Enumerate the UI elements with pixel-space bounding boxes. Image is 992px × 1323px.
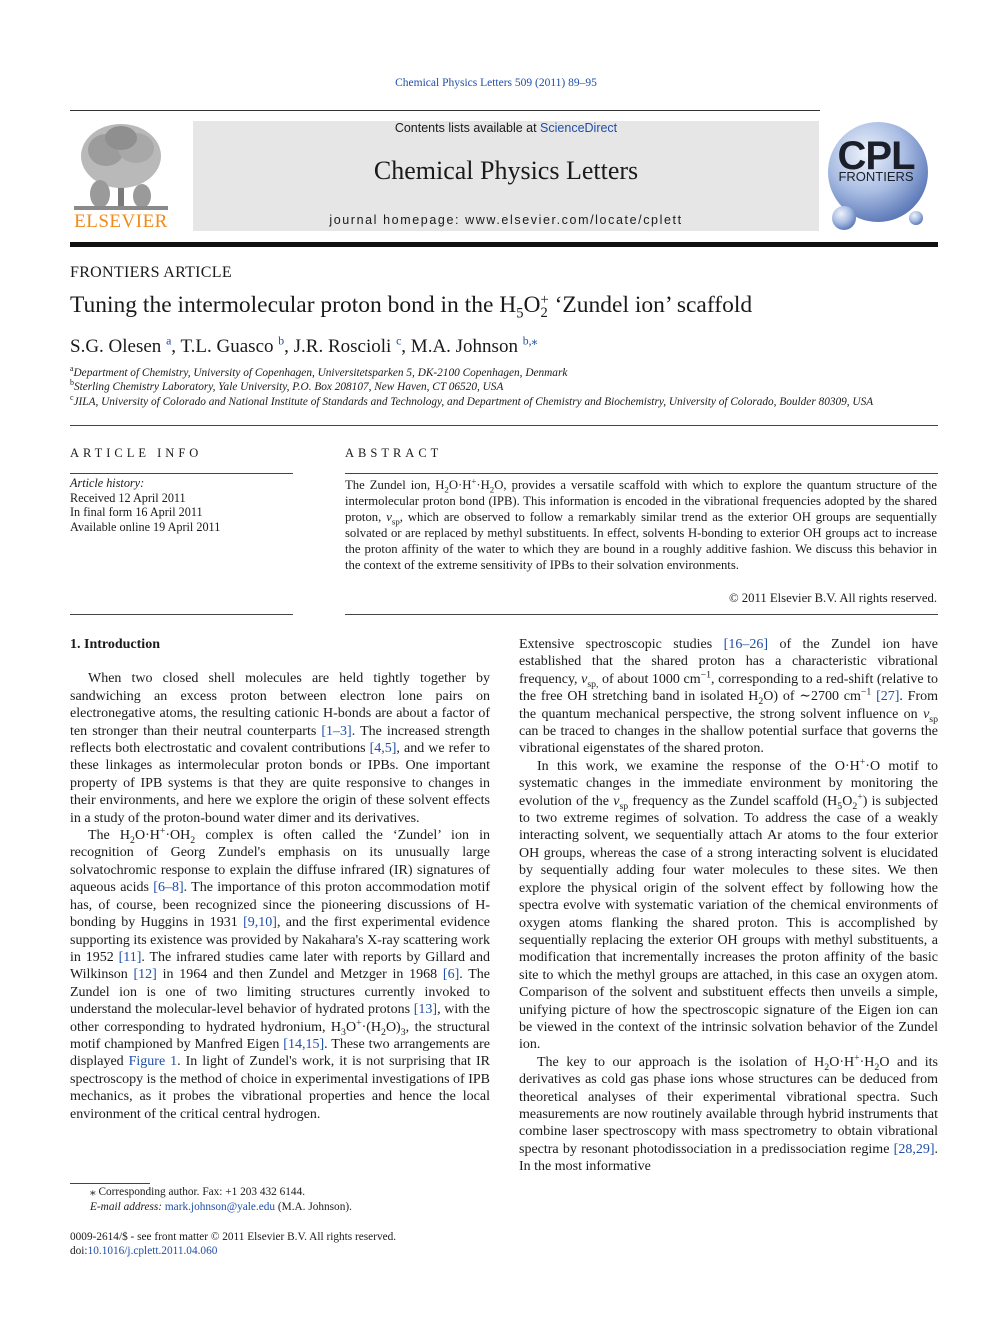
cpl-frontiers-logo: CPL FRONTIERS [822, 120, 934, 234]
figure-link[interactable]: Figure 1 [128, 1054, 178, 1070]
reference-link[interactable]: [4,5] [369, 741, 397, 757]
reference-link[interactable]: [6] [442, 967, 460, 983]
article-type: FRONTIERS ARTICLE [70, 264, 232, 281]
article-history: Article history: Received 12 April 2011 … [70, 476, 220, 535]
journal-header-band [193, 121, 819, 231]
reference-link[interactable]: [1–3] [321, 723, 352, 739]
article-info-rule-bottom [70, 614, 293, 615]
contents-prefix: Contents lists available at [394, 121, 541, 135]
affiliation-text: JILA, University of Colorado and Nationa… [73, 396, 874, 408]
revised-date: In final form 16 April 2011 [70, 505, 203, 520]
reference-link[interactable]: [11] [118, 949, 142, 965]
copyright-notice: © 2011 Elsevier B.V. All rights reserved… [728, 591, 937, 605]
title-part-1: Tuning the intermolecular proton bond in… [70, 292, 517, 318]
title-sup-plus: + [540, 292, 549, 308]
sciencedirect-link[interactable]: ScienceDirect [540, 121, 618, 135]
abstract-rule-bottom [345, 614, 938, 615]
article-info-rule [70, 473, 293, 474]
affiliation-b: bSterling Chemistry Laboratory, Yale Uni… [70, 378, 504, 393]
homepage-prefix: journal homepage: [329, 213, 466, 227]
cpl-logo-text: CPL [837, 134, 916, 178]
header-rule [70, 110, 820, 111]
reference-link[interactable]: [14,15] [283, 1036, 325, 1052]
frontiers-logo-text: FRONTIERS [838, 169, 914, 184]
affiliation-mark: b [70, 378, 74, 388]
header-thick-rule [70, 242, 938, 247]
reference-link[interactable]: [27] [876, 689, 900, 705]
abstract-heading: ABSTRACT [345, 446, 443, 460]
author-separator: , [401, 336, 411, 357]
affiliation-mark: a [70, 364, 74, 374]
doi-line: doi:10.1016/j.cplett.2011.04.060 [70, 1244, 396, 1258]
elsevier-logo: ELSEVIER [70, 120, 172, 232]
email-suffix: (M.A. Johnson). [275, 1201, 352, 1214]
title-sub-5: 5 [516, 305, 524, 322]
received-date: Received 12 April 2011 [70, 490, 186, 505]
affiliation-mark: c [70, 393, 74, 403]
email-label: E-mail address: [90, 1201, 165, 1214]
body-paragraph: The key to our approach is the isolation… [519, 1052, 938, 1175]
email-line: E-mail address: mark.johnson@yale.edu (M… [70, 1200, 352, 1215]
affiliation-rule [70, 425, 938, 426]
footnote-rule [70, 1183, 150, 1184]
title-part-2: ‘Zundel ion’ scaffold [548, 292, 753, 318]
body-paragraph: When two closed shell molecules are held… [70, 671, 491, 826]
author: T.L. Guasco b, [180, 334, 294, 357]
reference-link[interactable]: [13] [413, 1002, 438, 1018]
article-info-heading: ARTICLE INFO [70, 446, 203, 460]
corresponding-author-footnote: ⁎ Corresponding author. Fax: +1 203 432 … [70, 1185, 352, 1216]
homepage-url[interactable]: www.elsevier.com/locate/cplett [465, 213, 683, 227]
author: M.A. Johnson b,⁎ [410, 334, 538, 357]
journal-homepage: journal homepage: www.elsevier.com/locat… [193, 213, 819, 227]
article-history-label: Article history: [70, 476, 145, 490]
author-list: S.G. Olesen a, T.L. Guasco b, J.R. Rosci… [70, 334, 538, 358]
body-paragraph: Extensive spectroscopic studies [16–26] … [519, 637, 938, 757]
author-name[interactable]: T.L. Guasco [180, 336, 274, 357]
author-name[interactable]: S.G. Olesen [70, 336, 162, 357]
reference-link[interactable]: [12] [133, 967, 157, 983]
author-affiliation-mark[interactable]: c [396, 334, 402, 348]
author-separator: , [284, 336, 294, 357]
author-affiliation-mark[interactable]: b [278, 334, 285, 348]
body-column-left: 1. Introduction When two closed shell mo… [70, 636, 490, 1123]
email-link[interactable]: mark.johnson@yale.edu [164, 1201, 276, 1214]
reference-link[interactable]: [16–26] [723, 637, 768, 652]
body-paragraph: The H2O·H+·OH2 complex is often called t… [70, 825, 491, 1122]
article-title: Tuning the intermolecular proton bond in… [70, 292, 753, 322]
issn-line: 0009-2614/$ - see front matter © 2011 El… [70, 1231, 397, 1243]
doi-link[interactable]: 10.1016/j.cplett.2011.04.060 [87, 1245, 218, 1258]
reference-link[interactable]: [6–8] [153, 880, 184, 896]
abstract-text: The Zundel ion, H2O·H+·H2O, provides a v… [345, 475, 937, 573]
journal-title: Chemical Physics Letters [373, 156, 639, 185]
body-paragraph: In this work, we examine the response of… [519, 756, 938, 1053]
affiliation-text: Department of Chemistry, University of C… [73, 367, 568, 379]
author-affiliation-mark[interactable]: b,⁎ [522, 334, 538, 348]
online-date: Available online 19 April 2011 [70, 520, 221, 535]
body-column-right: Extensive spectroscopic studies [16–26] … [519, 636, 938, 1176]
author-name[interactable]: J.R. Roscioli [293, 336, 392, 357]
elsevier-wordmark: ELSEVIER [74, 211, 168, 232]
author: J.R. Roscioli c, [293, 334, 411, 357]
affiliation-text: Sterling Chemistry Laboratory, Yale Univ… [73, 381, 504, 393]
reference-link[interactable]: [28,29] [893, 1141, 935, 1157]
corresponding-author-line: ⁎ Corresponding author. Fax: +1 203 432 … [90, 1186, 306, 1198]
doi-label: doi: [70, 1245, 88, 1258]
author: S.G. Olesen a, [70, 334, 181, 357]
section-heading-introduction: 1. Introduction [70, 637, 160, 652]
author-separator: , [171, 336, 181, 357]
affiliation-a: aDepartment of Chemistry, University of … [70, 364, 568, 379]
title-charge: +2 [540, 292, 549, 322]
author-name[interactable]: M.A. Johnson [410, 336, 518, 357]
title-part-o: O [523, 292, 541, 318]
author-affiliation-mark[interactable]: a [166, 334, 172, 348]
journal-citation[interactable]: Chemical Physics Letters 509 (2011) 89–9… [395, 77, 597, 89]
affiliation-c: cJILA, University of Colorado and Nation… [70, 393, 874, 408]
contents-available-line: Contents lists available at ScienceDirec… [193, 121, 819, 135]
publication-info: 0009-2614/$ - see front matter © 2011 El… [70, 1230, 396, 1259]
reference-link[interactable]: [9,10] [243, 915, 277, 931]
title-sub-2: 2 [540, 305, 548, 322]
abstract-rule [345, 473, 938, 474]
